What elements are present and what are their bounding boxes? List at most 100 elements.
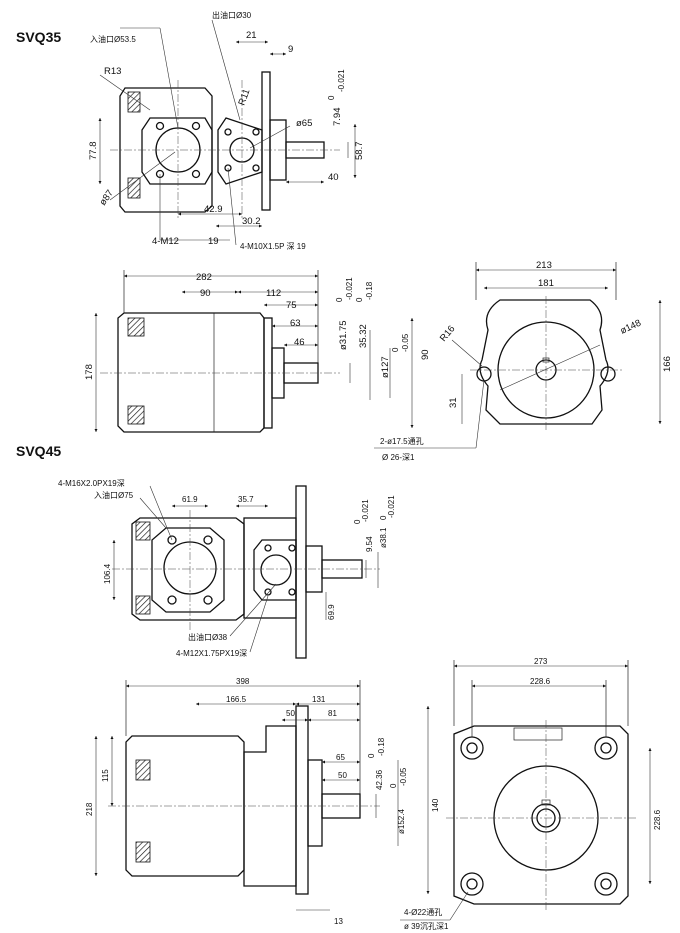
tol-lower: -0.021 [337, 69, 346, 92]
dim-label: 273 [534, 657, 548, 666]
dim-label: 115 [101, 769, 110, 782]
tol-upper: 0 [367, 753, 376, 758]
tol-value: 42.36 [375, 769, 384, 790]
tol-upper: 0 [379, 515, 388, 520]
dim-label: 178 [84, 364, 95, 380]
dim-label: 90 [200, 288, 211, 299]
svq35-top-view [98, 19, 357, 246]
dim-label: 112 [266, 288, 281, 299]
tol-lower: -0.021 [387, 495, 396, 518]
svq35-outlet-label: 出油口Ø30 [212, 10, 252, 20]
thread-label: 4-M12 [152, 236, 179, 247]
dim-label: 166 [662, 356, 673, 372]
thread-label: 4-M10X1.5P 深 19 [240, 242, 306, 251]
tol-upper: 0 [389, 783, 398, 788]
seal-hatch [135, 759, 151, 781]
dim-label: 77.8 [88, 142, 99, 161]
dim-label: 21 [246, 30, 257, 41]
mount-hole [594, 736, 618, 760]
mount-hole [594, 872, 618, 896]
dim-label: 218 [85, 802, 94, 816]
dim-label: 30.2 [242, 216, 261, 227]
dim-label: 131 [312, 695, 326, 704]
svq35-inlet-label: 入油口Ø53.5 [90, 34, 136, 44]
model-title-svq35: SVQ35 [16, 29, 61, 45]
tol-upper: 0 [353, 519, 362, 524]
svq45-outlet-label: 出油口Ø38 [188, 632, 228, 642]
svq35-end-view [374, 262, 662, 449]
shaft [321, 793, 361, 819]
dim-label: 213 [536, 260, 552, 271]
mount-hole [460, 872, 484, 896]
dim-label: 228.6 [530, 677, 551, 686]
tol-value: 7.94 [332, 108, 343, 127]
svq35-side-view [94, 270, 414, 433]
tol-upper: 0 [327, 95, 336, 100]
dim-label: ø148 [619, 318, 643, 337]
seal-hatch [135, 521, 151, 541]
dim-label: 13 [334, 917, 343, 926]
tol-upper: 0 [335, 297, 344, 302]
dim-label: 282 [196, 272, 212, 283]
tol-lower: -0.05 [399, 767, 408, 786]
tol-value: ø31.75 [338, 320, 349, 350]
dim-label: R13 [104, 66, 121, 77]
dim-label: 90 [420, 349, 431, 360]
tol-lower: -0.021 [345, 277, 354, 300]
seal-hatch [127, 177, 141, 199]
hole-label: ø 39沉孔深1 [404, 922, 449, 931]
svq45-side-view [94, 680, 430, 911]
svq45-inlet-label: 入油口Ø75 [94, 490, 134, 500]
dim-label: ø87 [97, 188, 115, 208]
dim-label: 228.6 [653, 809, 662, 830]
dim-label: 69.9 [327, 604, 336, 620]
thread-label: 4-M16X2.0PX19深 [58, 479, 125, 488]
tol-lower: -0.18 [377, 737, 386, 756]
dim-label: R16 [438, 323, 458, 343]
hole-label: 2-ø17.5通孔 [380, 436, 424, 446]
dim-label: 140 [431, 798, 440, 812]
dim-label: R11 [236, 88, 252, 107]
tol-upper: 0 [355, 297, 364, 302]
seal-hatch [135, 595, 151, 615]
mount-hole [476, 366, 492, 382]
svq45-end-view [400, 660, 652, 921]
hole-label: Ø 26-深1 [382, 453, 415, 462]
dim-label: 31 [448, 397, 459, 408]
tol-value: 9.54 [365, 536, 374, 552]
tol-value: ø38.1 [379, 527, 388, 548]
dim-label: 106.4 [103, 563, 112, 584]
seal-hatch [135, 841, 151, 863]
tol-value: 35.32 [358, 324, 369, 348]
hole-label: 4-Ø22通孔 [404, 907, 442, 917]
mount-hole [600, 366, 616, 382]
tol-value: ø152.4 [397, 809, 406, 834]
dim-label: 46 [294, 337, 305, 348]
dim-label: 398 [236, 677, 250, 686]
tol-value: ø127 [380, 356, 391, 378]
dim-label: 50 [286, 709, 295, 718]
tol-lower: -0.18 [365, 281, 374, 300]
mount-hole [460, 736, 484, 760]
dim-label: 19 [208, 236, 219, 247]
dim-label: 9 [288, 44, 293, 55]
model-title-svq45: SVQ45 [16, 443, 61, 459]
dim-label: 42.9 [204, 204, 223, 215]
dim-label: 50 [338, 771, 347, 780]
dim-label: 63 [290, 318, 301, 329]
outlet-port [260, 554, 292, 586]
mounting-flange [295, 705, 309, 895]
dim-label: 35.7 [238, 495, 254, 504]
dim-label: 58.7 [354, 142, 365, 161]
dim-label: 166.5 [226, 695, 247, 704]
dim-label: 181 [538, 278, 554, 289]
tol-upper: 0 [391, 347, 400, 352]
dim-label: 81 [328, 709, 337, 718]
seal-hatch [127, 317, 145, 337]
seal-hatch [127, 405, 145, 425]
tol-lower: -0.021 [361, 499, 370, 522]
dim-label: 75 [286, 300, 297, 311]
dim-label: 61.9 [182, 495, 198, 504]
tol-lower: -0.05 [401, 333, 410, 352]
